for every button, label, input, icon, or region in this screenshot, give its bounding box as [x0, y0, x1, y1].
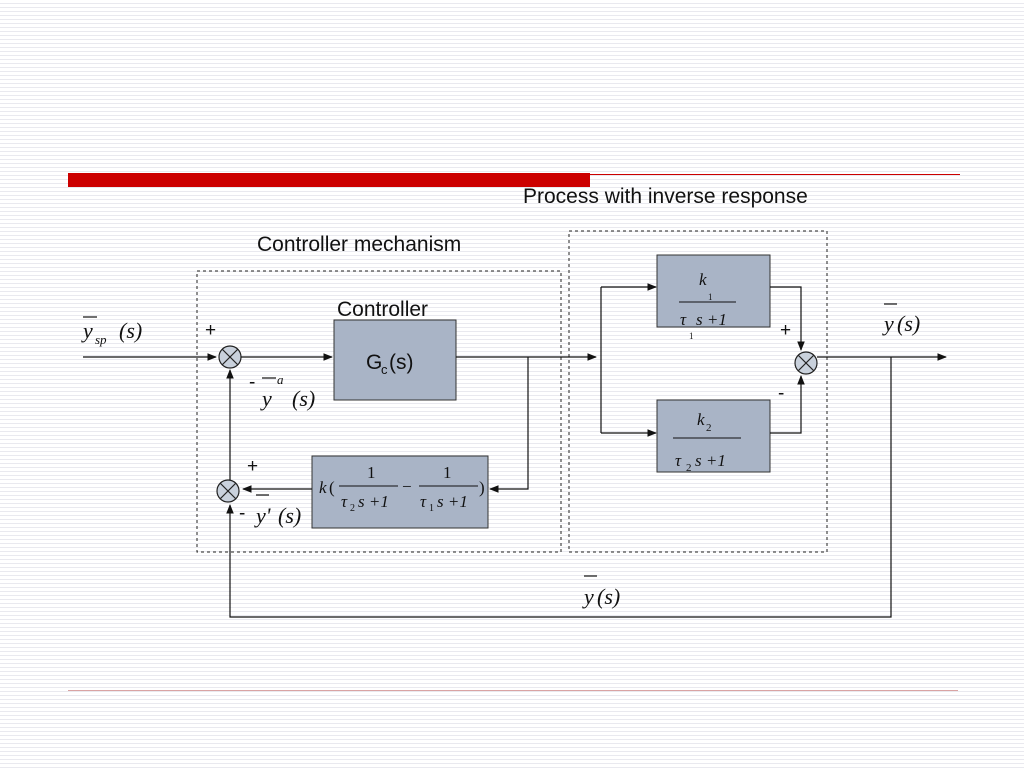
- svg-text:(s): (s): [278, 503, 301, 528]
- svg-text:y: y: [582, 584, 594, 609]
- summing-junction-2: [794, 351, 818, 375]
- process-block-2: [656, 399, 771, 473]
- svg-text:τ: τ: [680, 310, 687, 329]
- svg-text:(: (: [329, 478, 335, 497]
- svg-text:a: a: [277, 372, 284, 387]
- sum2-minus-sign: -: [778, 383, 784, 404]
- svg-text:y: y: [260, 386, 272, 411]
- sum2-plus-sign: +: [780, 320, 791, 341]
- svg-text:k: k: [699, 270, 707, 289]
- svg-text:1: 1: [367, 463, 376, 482]
- process-block-1-transfer: k 1 τ s +1 1: [679, 270, 736, 341]
- svg-text:2: 2: [350, 503, 355, 514]
- k2-output-wire: [770, 375, 805, 434]
- output-signal: y (s): [882, 303, 920, 336]
- svg-text:2: 2: [686, 462, 692, 474]
- svg-text:τ: τ: [341, 492, 348, 511]
- summing-junction-3: [216, 479, 240, 503]
- svg-text:1: 1: [443, 463, 452, 482]
- feedback-wire: [226, 357, 892, 618]
- setpoint-signal: y sp (s): [81, 316, 142, 347]
- svg-text:τ: τ: [420, 492, 427, 511]
- svg-text:s +1: s +1: [696, 310, 727, 329]
- svg-text:G: G: [366, 351, 382, 374]
- svg-text:s +1: s +1: [695, 451, 726, 470]
- svg-text:k: k: [697, 410, 705, 429]
- process-region: [568, 230, 828, 553]
- svg-text:y: y: [882, 311, 894, 336]
- svg-text:s +1: s +1: [358, 492, 389, 511]
- svg-text:y': y': [254, 503, 271, 528]
- feedback-signal: y (s): [582, 575, 620, 609]
- svg-text:): ): [479, 478, 485, 497]
- ya-signal: - y a (s): [249, 372, 315, 411]
- compensator-block: [311, 455, 489, 529]
- controller-label: Controller: [337, 298, 428, 321]
- yprime-signal: y' (s): [254, 494, 301, 528]
- compensator-transfer: k ( 1 τ 2 s +1 − 1 τ 1 s +1 ): [319, 463, 485, 514]
- process-label: Process with inverse response: [523, 185, 808, 208]
- controller-transfer-label: G c (s): [366, 351, 414, 377]
- svg-text:(s): (s): [897, 311, 920, 336]
- compensator-input-wire: [489, 357, 529, 493]
- process-block-2-transfer: k 2 τ 2 s +1: [673, 410, 741, 474]
- svg-text:(s): (s): [597, 584, 620, 609]
- svg-text:(s): (s): [389, 351, 414, 374]
- svg-text:1: 1: [708, 292, 713, 302]
- title-accent-bar: [68, 173, 590, 187]
- setpoint-argument: (s): [119, 318, 142, 343]
- svg-text:−: −: [402, 477, 412, 496]
- process-block-1: [656, 254, 771, 328]
- svg-text:2: 2: [706, 422, 712, 434]
- controller-mechanism-label: Controller mechanism: [257, 233, 461, 256]
- controller-block: [333, 319, 457, 401]
- svg-text:1: 1: [689, 331, 694, 341]
- summing-junction-1: [218, 345, 242, 369]
- title-accent-line: [590, 174, 960, 175]
- sum3-minus-sign: -: [239, 503, 245, 524]
- svg-text:s +1: s +1: [437, 492, 468, 511]
- sum1-plus-sign: +: [205, 320, 216, 341]
- k1-output-wire: [770, 286, 805, 351]
- footer-rule: [68, 690, 958, 691]
- controller-mechanism-region: [196, 270, 562, 553]
- svg-text:τ: τ: [675, 451, 682, 470]
- svg-text:(s): (s): [292, 386, 315, 411]
- setpoint-symbol: y: [81, 318, 93, 343]
- svg-text:k: k: [319, 478, 327, 497]
- svg-text:c: c: [381, 362, 388, 377]
- sum3-plus-sign: +: [247, 456, 258, 477]
- svg-text:-: -: [249, 372, 255, 393]
- svg-text:1: 1: [429, 503, 434, 514]
- setpoint-subscript: sp: [95, 332, 107, 347]
